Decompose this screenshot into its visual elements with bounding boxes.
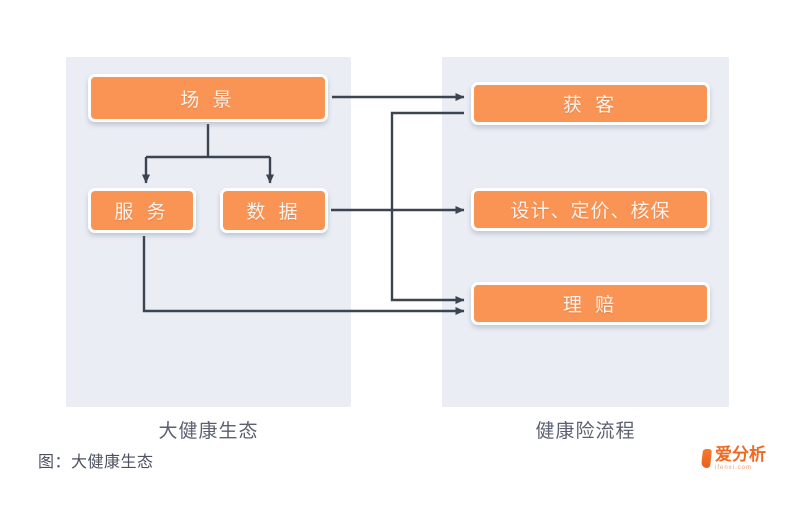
- figure-caption: 图：大健康生态: [38, 454, 154, 471]
- node-lipei[interactable]: 理 赔: [471, 282, 710, 325]
- brand-logo: 爱分析 ifenxi.com: [701, 443, 770, 473]
- panel-insurance-process-label: 健康险流程: [535, 421, 636, 442]
- logo-domain: ifenxi.com: [715, 464, 753, 471]
- logo-mark-icon: [701, 448, 712, 468]
- node-shuju[interactable]: 数 据: [220, 188, 328, 233]
- node-changjing[interactable]: 场 景: [88, 74, 328, 122]
- logo-text: 爱分析 ifenxi.com: [715, 446, 766, 471]
- node-huoke[interactable]: 获 客: [471, 82, 710, 125]
- node-fuwu[interactable]: 服 务: [88, 188, 196, 233]
- logo-name: 爱分析: [715, 444, 766, 464]
- node-sheji[interactable]: 设计、定价、核保: [471, 188, 710, 231]
- panel-ecosystem-label: 大健康生态: [158, 421, 259, 442]
